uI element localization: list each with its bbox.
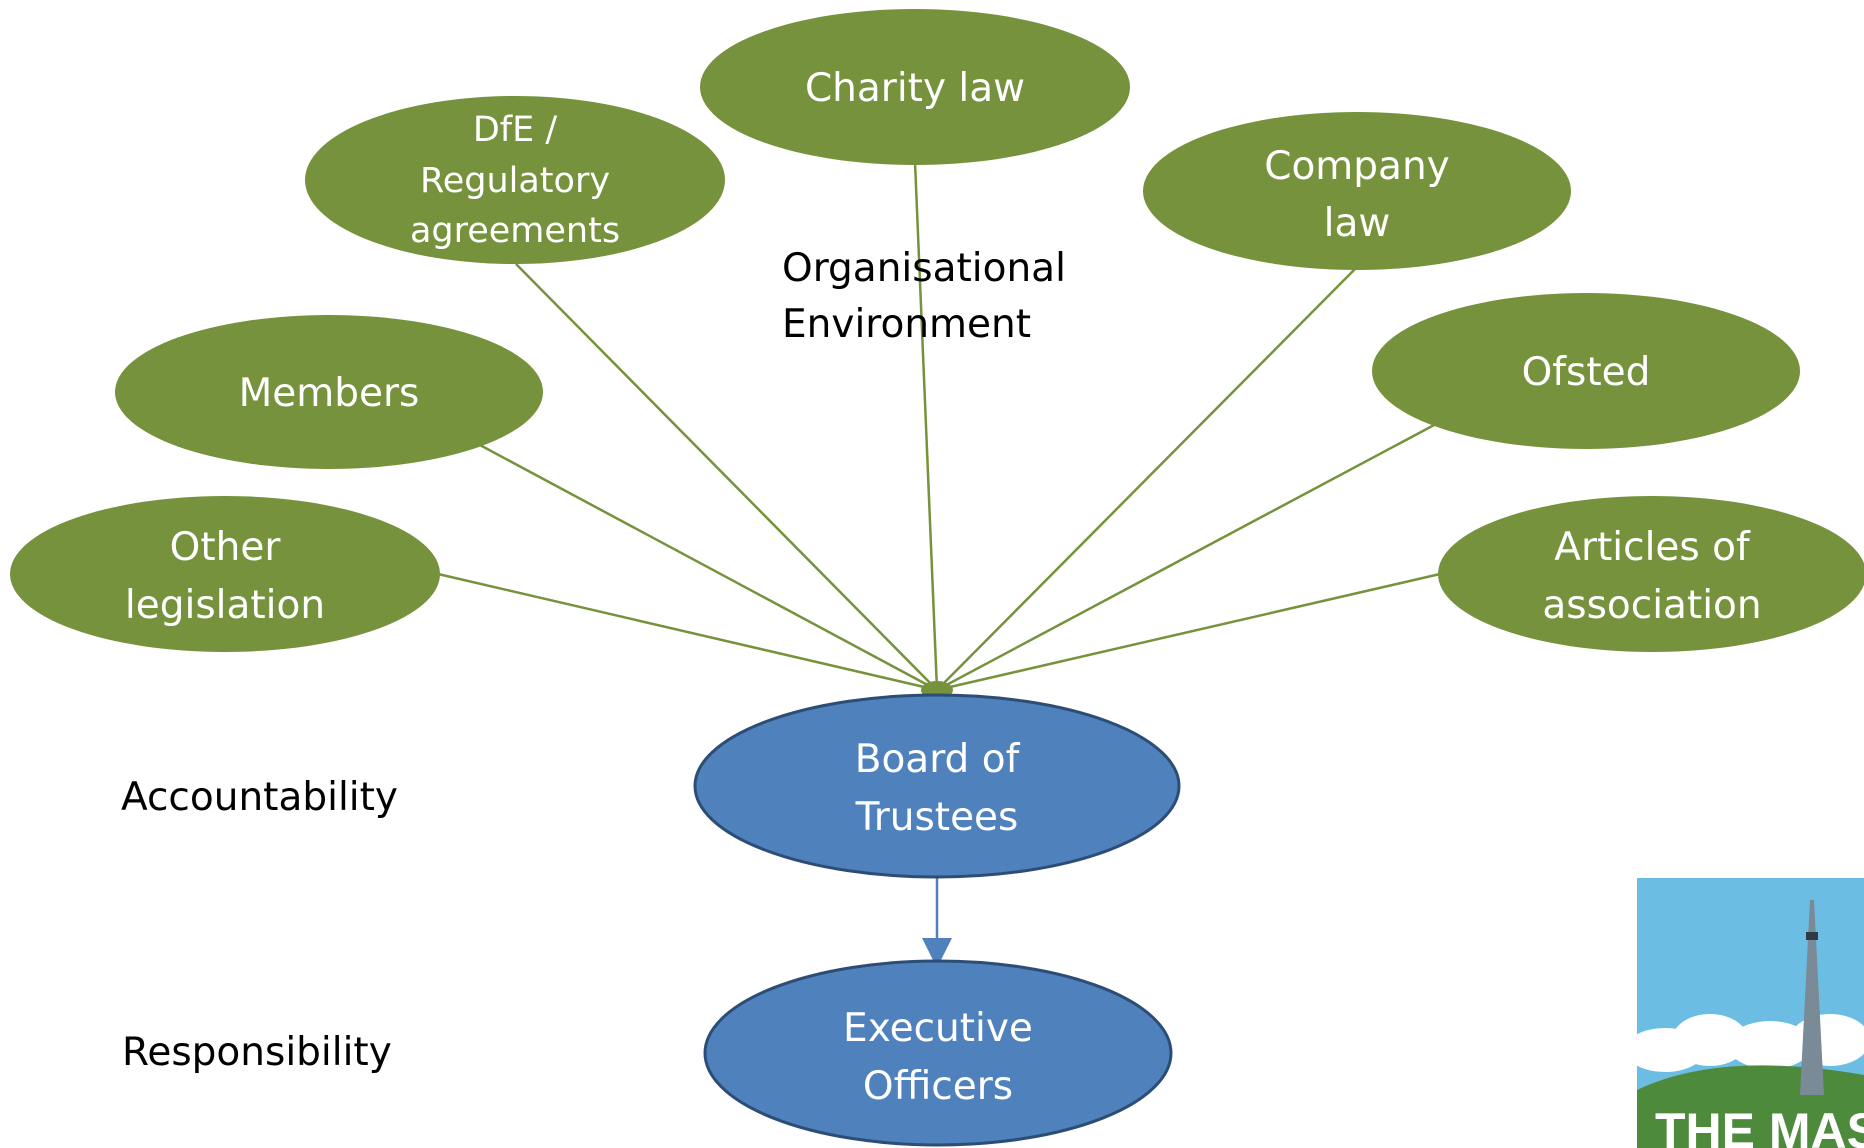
node-other-legislation-label-2: legislation xyxy=(125,583,325,628)
spoke-company-law xyxy=(936,267,1357,691)
node-company-law: Company law xyxy=(1143,112,1571,270)
node-members-label: Members xyxy=(239,371,420,416)
executive-label-2: Officers xyxy=(863,1064,1013,1109)
node-charity-law-label: Charity law xyxy=(805,66,1025,111)
node-company-law-label-2: law xyxy=(1324,201,1391,246)
node-articles-label-1: Articles of xyxy=(1554,525,1751,570)
node-dfe-label-3: agreements xyxy=(410,211,620,251)
node-articles: Articles of association xyxy=(1438,496,1864,652)
board-label-2: Trustees xyxy=(855,795,1019,840)
node-members: Members xyxy=(115,315,543,469)
node-dfe-label-1: DfE / xyxy=(473,110,558,150)
organisational-environment-label-2: Environment xyxy=(782,302,1031,347)
spoke-other-legislation xyxy=(437,572,938,692)
node-ofsted: Ofsted xyxy=(1372,293,1800,449)
node-other-legislation-label-1: Other xyxy=(170,525,282,570)
spoke-dfe xyxy=(515,263,938,691)
the-mast-logo: THE MAST xyxy=(1625,878,1864,1148)
accountability-label: Accountability xyxy=(121,775,398,820)
executive-label-1: Executive xyxy=(843,1006,1033,1051)
node-dfe-label-2: Regulatory xyxy=(420,161,610,201)
organisational-environment-label-1: Organisational xyxy=(782,246,1066,291)
node-executive-officers: Executive Officers xyxy=(703,959,1173,1147)
board-label-1: Board of xyxy=(855,737,1021,782)
node-board-of-trustees: Board of Trustees xyxy=(693,693,1181,879)
spoke-articles xyxy=(936,572,1441,692)
node-other-legislation: Other legislation xyxy=(10,496,440,652)
responsibility-label: Responsibility xyxy=(122,1030,392,1075)
spokes xyxy=(437,161,1441,699)
logo-text: THE MAST xyxy=(1655,1103,1864,1148)
node-ofsted-label: Ofsted xyxy=(1522,350,1651,395)
node-charity-law: Charity law xyxy=(700,9,1130,165)
spoke-ofsted xyxy=(936,422,1437,692)
spoke-members xyxy=(477,442,938,692)
node-articles-label-2: association xyxy=(1542,583,1761,628)
node-dfe: DfE / Regulatory agreements xyxy=(305,96,725,264)
spoke-charity-law xyxy=(913,161,939,691)
node-company-law-label-1: Company xyxy=(1264,144,1450,189)
